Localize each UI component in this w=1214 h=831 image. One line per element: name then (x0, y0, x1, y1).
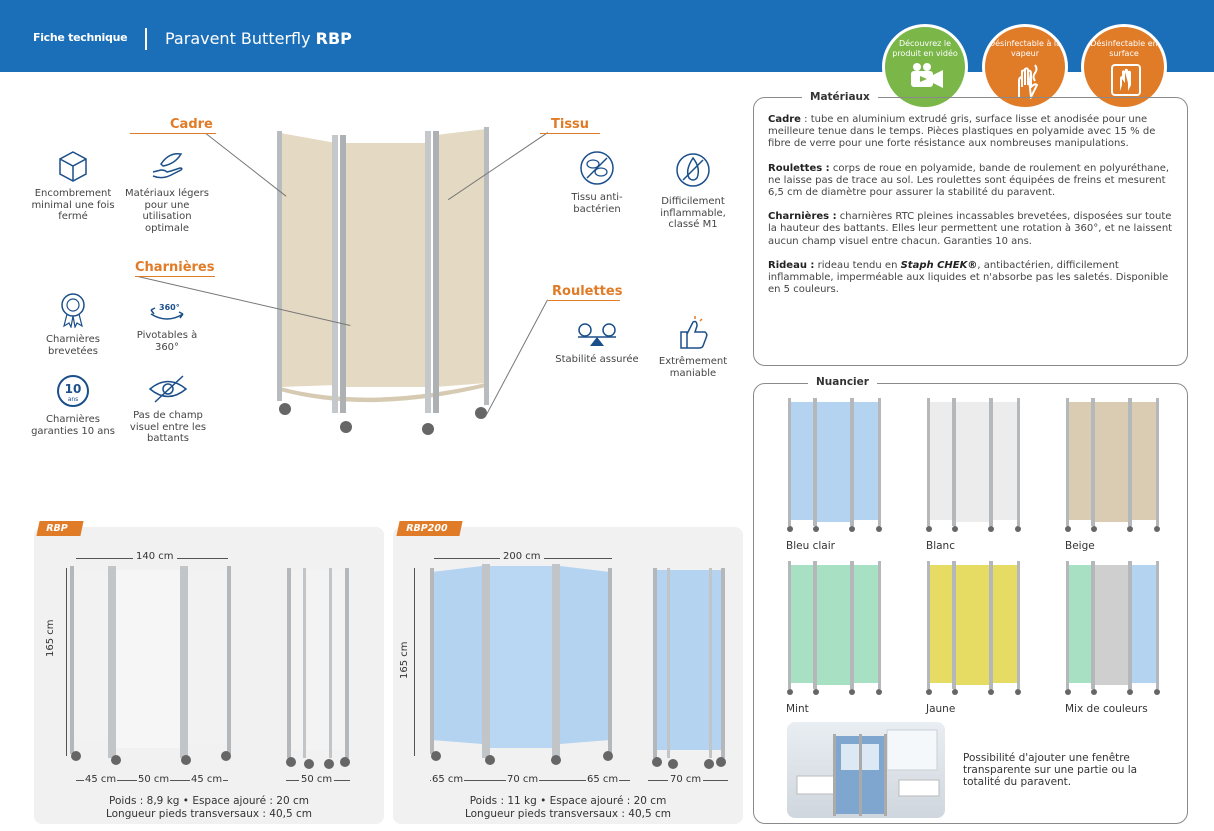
rbp200-tag: RBP200 (396, 521, 463, 536)
rbp200-width: 200 cm (500, 551, 544, 562)
materiaux-roulettes: Roulettes : corps de roue en polyamide, … (768, 162, 1170, 199)
antibacterial-icon (580, 151, 614, 185)
materiaux-rideau: Rideau : rideau tendu en Staph CHEK®, an… (768, 259, 1169, 296)
feature-charnieres: Charnières brevetées (30, 292, 116, 357)
rbp-tag: RBP (36, 521, 84, 536)
surface-disinfect-badge: Désinfectable en surface (1081, 24, 1167, 110)
rbp200-seg3: 65 cm (586, 774, 620, 785)
video-camera-icon (911, 63, 943, 88)
swatch-label-jaune: Jaune (926, 703, 956, 715)
rbp200-folded-image (652, 568, 726, 769)
rbp-specs: Poids : 8,9 kg • Espace ajouré : 20 cm L… (105, 795, 313, 820)
steam-hand-icon (1018, 64, 1039, 99)
feature-stabilite: Stabilité assurée (552, 322, 642, 366)
underline-tissu (540, 133, 600, 134)
rotation-label: 360° (159, 303, 180, 312)
label-charnieres: Charnières (135, 260, 215, 275)
rbp-seg1: 45 cm (84, 774, 118, 785)
materiaux-charnieres: Charnières : charnières RTC pleines inca… (768, 211, 1173, 247)
swatch-label-mint: Mint (786, 703, 809, 715)
header-subtitle: Fiche technique (33, 31, 128, 44)
rbp-height: 165 cm (45, 616, 56, 660)
label-cadre: Cadre (170, 117, 213, 132)
rbp-seg2: 50 cm (137, 774, 171, 785)
rbp-open-image (70, 566, 231, 765)
rbp200-seg2: 70 cm (506, 774, 540, 785)
nuancier-box (753, 383, 1188, 824)
rbp200-height: 165 cm (399, 638, 410, 682)
product-main-image (277, 127, 489, 435)
balance-icon (578, 323, 616, 346)
feather-hand-icon (152, 152, 183, 179)
feature-tissu-anti: Tissu anti-bactérien (552, 150, 642, 215)
certified-badge-icon (61, 293, 85, 328)
video-badge[interactable]: Découvrez le produit en vidéo (882, 24, 968, 110)
materiaux-box: Cadre : tube en aluminium extrudé gris, … (753, 97, 1188, 366)
warranty-unit: ans (68, 396, 79, 403)
rotation-360-icon: 360° (150, 303, 184, 320)
rbp-height-line (66, 568, 67, 756)
label-roulettes: Roulettes (552, 284, 623, 299)
thumb-up-icon (680, 316, 708, 349)
swatch-jaune (926, 561, 1021, 695)
swatch-bleu (787, 398, 882, 532)
rbp200-folded: 70 cm (668, 774, 704, 785)
swatch-blanc (926, 398, 1021, 532)
rbp200-seg1: 65 cm (431, 774, 465, 785)
rbp200-height-line (414, 568, 415, 756)
wipe-hand-icon (1111, 64, 1141, 96)
materiaux-content: Cadre : tube en aluminium extrudé gris, … (768, 114, 1175, 308)
steam-disinfect-badge: Désinfectable à la vapeur (982, 24, 1068, 110)
rbp-seg3: 45 cm (190, 774, 224, 785)
rbp200-open-image (430, 564, 613, 765)
eye-crossed-icon (148, 375, 188, 403)
feature-inflammable: Difficilement inflammable, classé M1 (648, 150, 738, 231)
underline-roulettes (548, 300, 620, 301)
rbp-width: 140 cm (133, 551, 177, 562)
swatch-mix (1065, 561, 1160, 695)
window-option-text: Possibilité d'ajouter une fenêtre transp… (963, 752, 1138, 788)
feature-materiaux: Matériaux légers pour une utilisation op… (124, 150, 210, 234)
page-title: Paravent Butterfly RBP (165, 29, 352, 48)
swatch-label-bleu: Bleu clair (786, 540, 835, 552)
swatch-label-beige: Beige (1065, 540, 1095, 552)
warranty-number: 10 (65, 382, 82, 396)
rbp200-specs: Poids : 11 kg • Espace ajouré : 20 cm Lo… (464, 795, 672, 820)
swatch-label-blanc: Blanc (926, 540, 955, 552)
feature-pivotables: 360° Pivotables à 360° (124, 300, 210, 353)
color-swatches (787, 398, 1160, 695)
underline-charnieres (135, 276, 215, 277)
cube-icon (59, 151, 87, 182)
rbp-folded: 50 cm (299, 774, 335, 785)
label-tissu: Tissu (551, 117, 590, 132)
swatch-beige (1065, 398, 1160, 532)
nuancier-title: Nuancier (808, 376, 877, 388)
underline-cadre (130, 133, 216, 134)
swatch-mint (787, 561, 882, 695)
feature-maniable: Extrêmement maniable (648, 314, 738, 379)
flame-crossed-icon (676, 153, 710, 187)
hospital-room-image (787, 722, 945, 818)
materiaux-cadre: Cadre : tube en aluminium extrudé gris, … (768, 114, 1156, 150)
feature-encombrement: Encombrement minimal une fois fermé (28, 150, 118, 223)
feature-champ-visuel: Pas de champ visuel entre les battants (124, 374, 212, 445)
header-separator (145, 28, 147, 50)
materiaux-title: Matériaux (802, 91, 878, 103)
swatch-label-mix: Mix de couleurs (1065, 703, 1148, 715)
rbp-folded-image (286, 568, 350, 769)
